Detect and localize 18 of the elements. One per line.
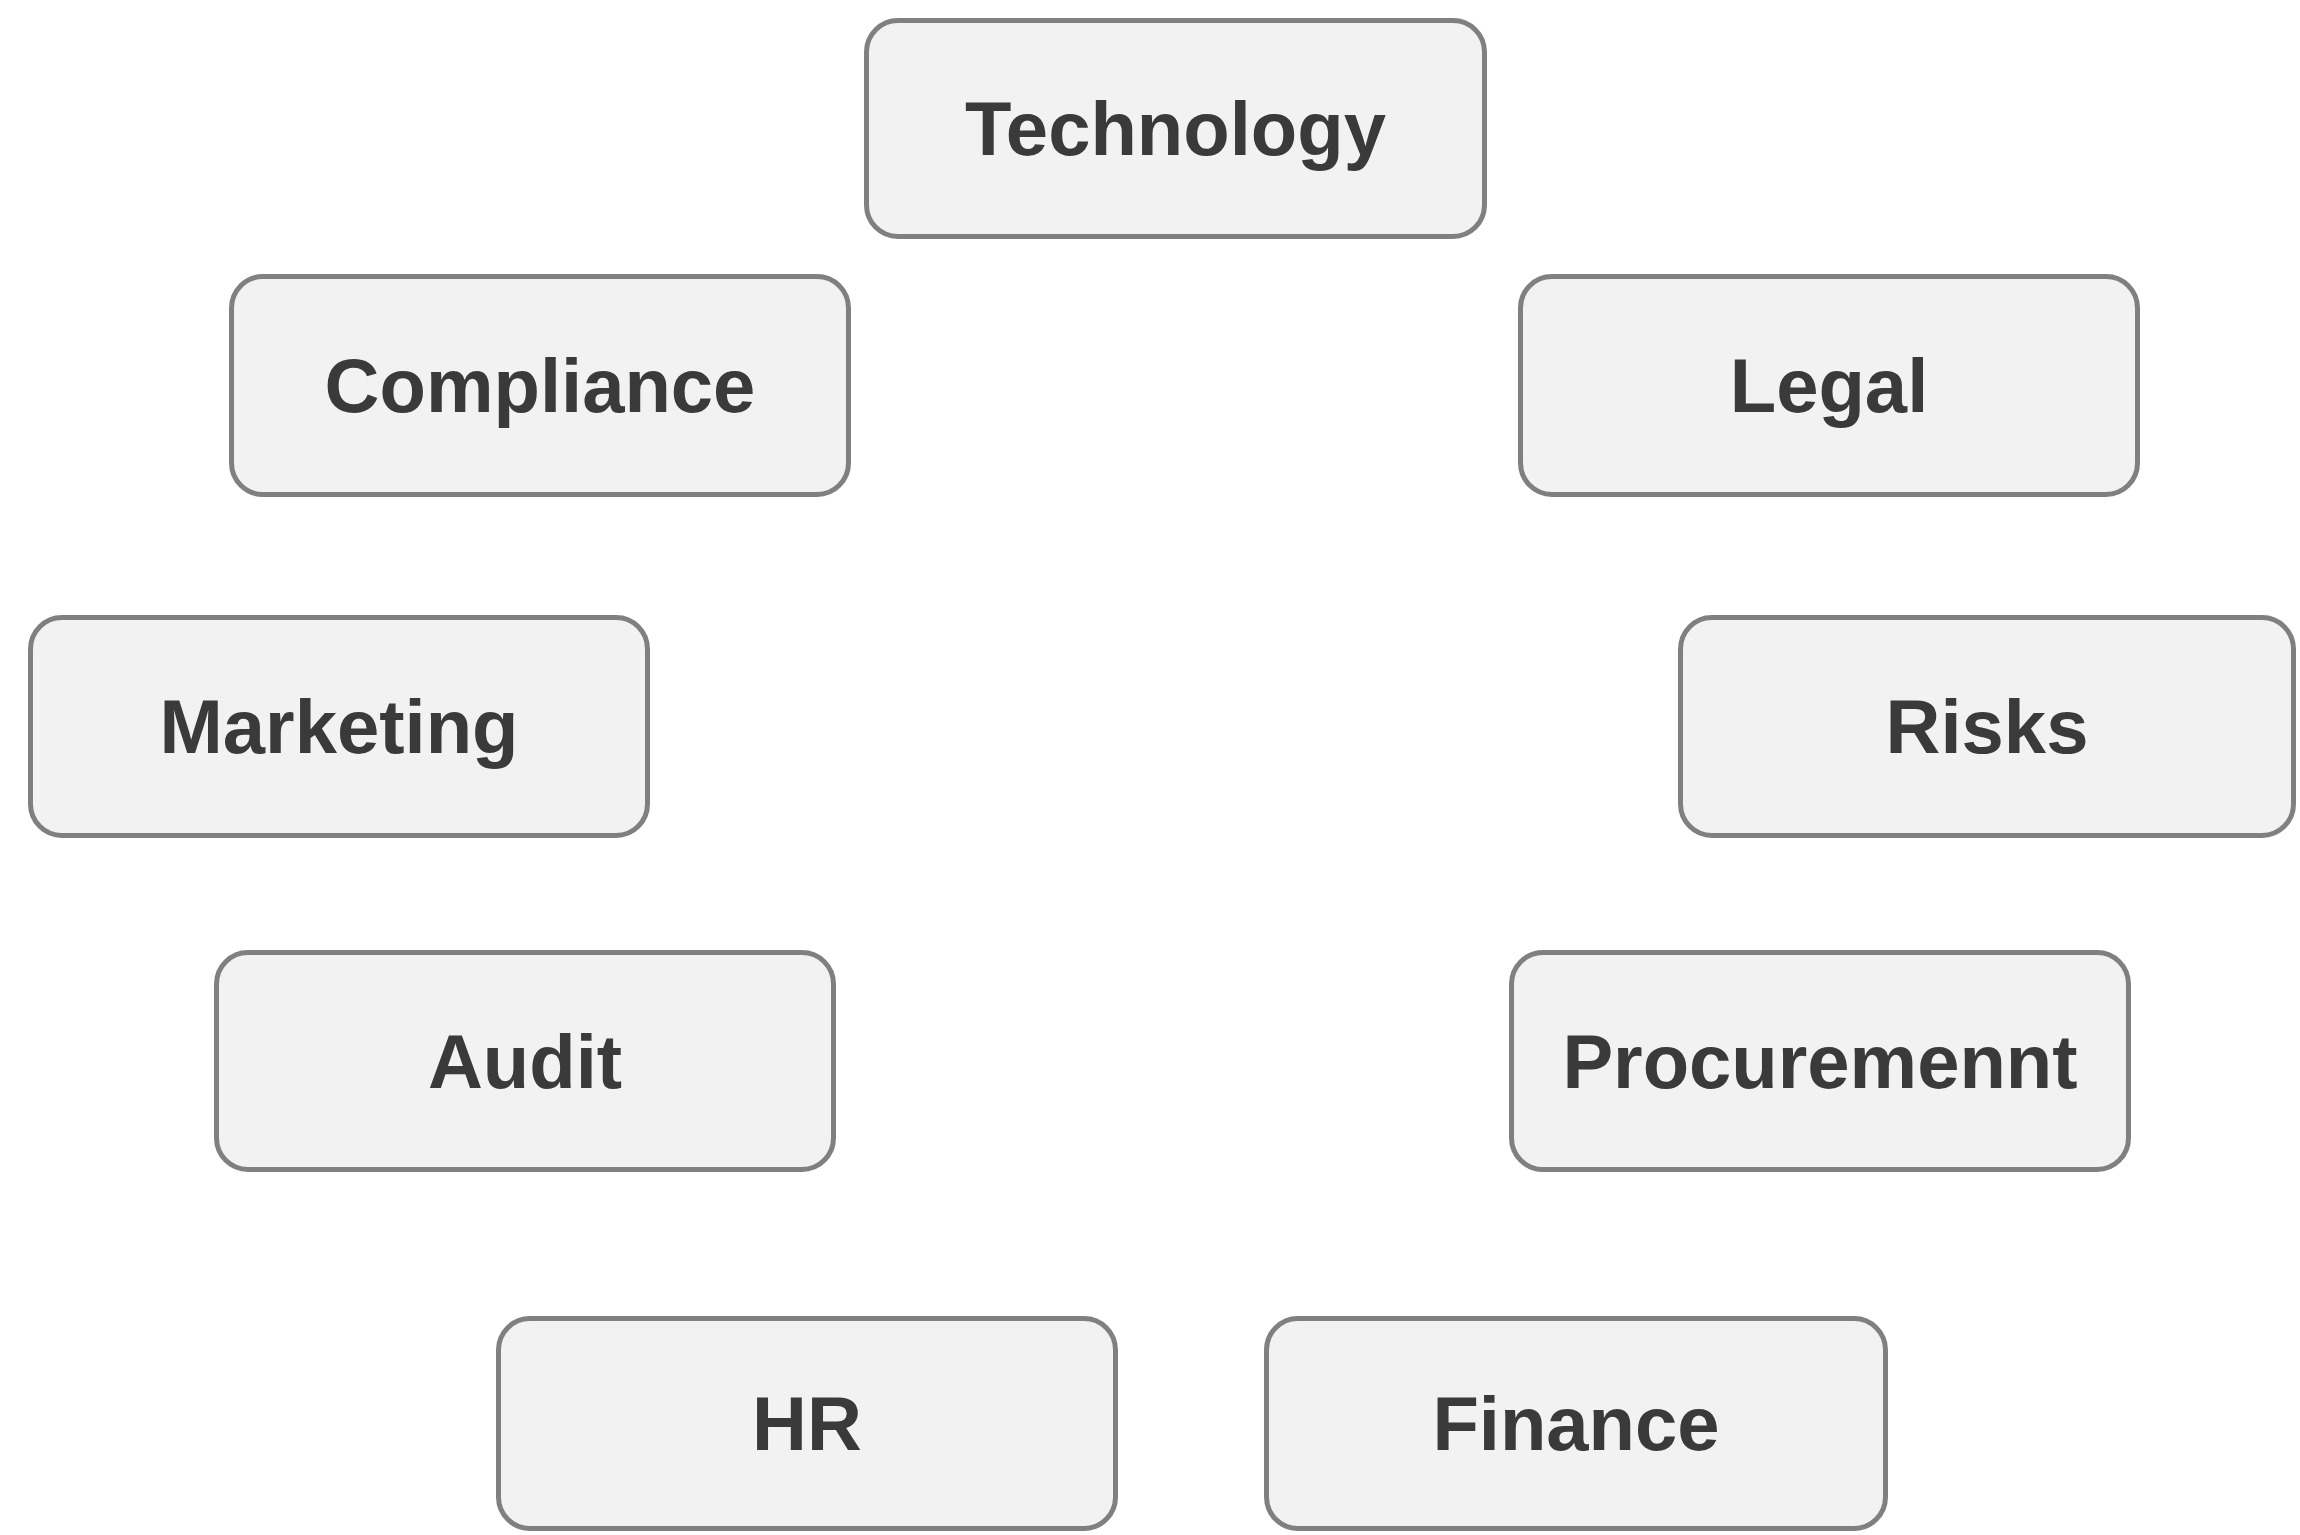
box-label: HR xyxy=(752,1380,862,1467)
rounded-box xyxy=(1264,1316,1888,1531)
box-label: Compliance xyxy=(324,342,756,429)
rounded-box xyxy=(496,1316,1118,1531)
rounded-box xyxy=(1678,615,2296,838)
rounded-box xyxy=(28,615,650,838)
box-label: Risks xyxy=(1885,683,2089,770)
rounded-box xyxy=(214,950,836,1172)
rounded-box xyxy=(864,18,1487,239)
rounded-box xyxy=(1509,950,2131,1172)
box-label: Audit xyxy=(427,1017,623,1105)
box-label: Marketing xyxy=(159,683,519,770)
box-label: Finance xyxy=(1432,1380,1720,1467)
rounded-box xyxy=(1518,274,2140,497)
box-label: Legal xyxy=(1729,342,1929,429)
box-label: Technology xyxy=(965,85,1386,172)
box-label: Procuremennt xyxy=(1562,1017,2078,1105)
rounded-box xyxy=(229,274,851,497)
